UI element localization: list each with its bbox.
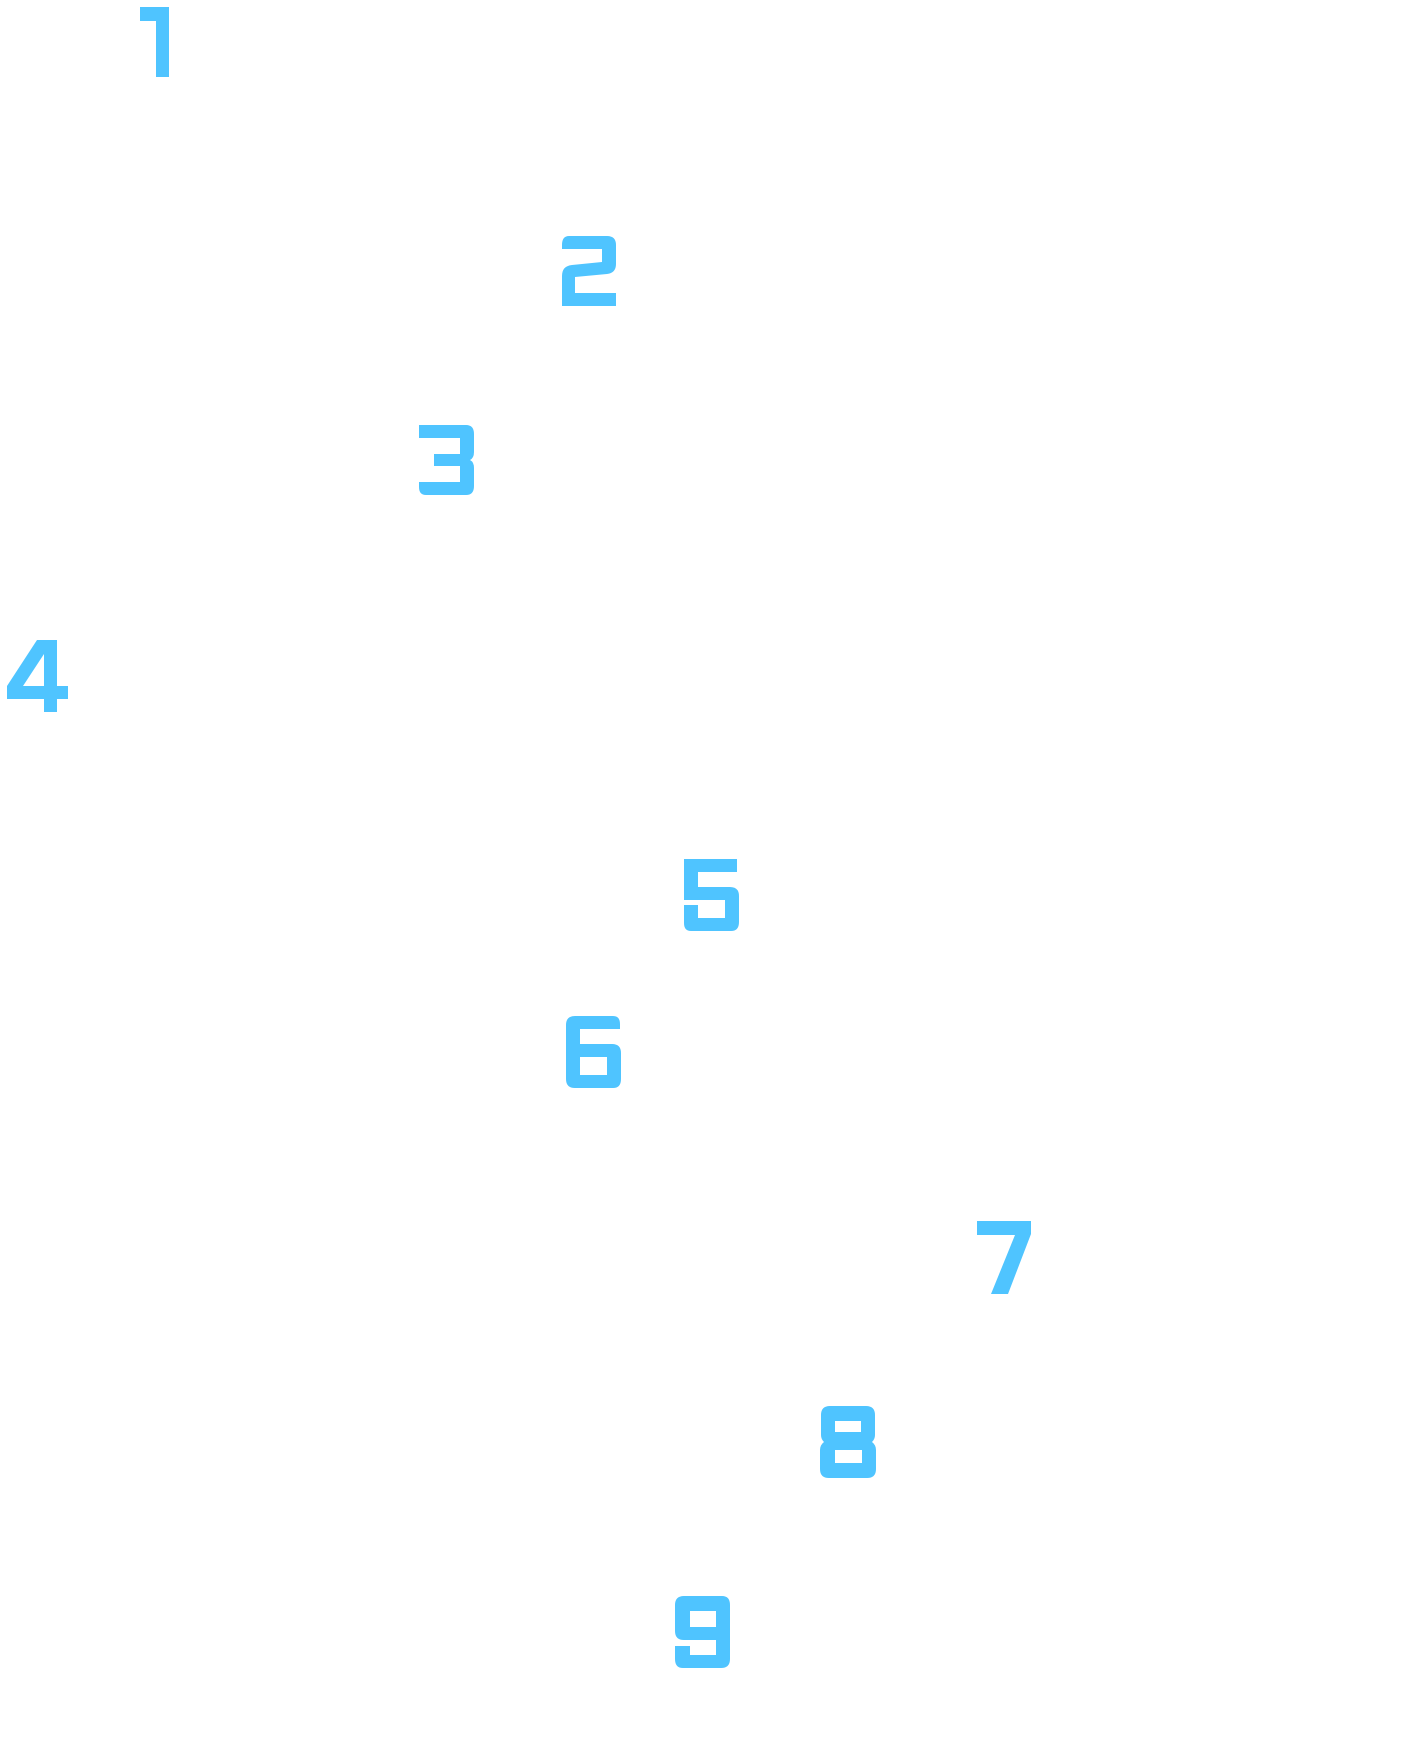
number-6: 6: [563, 1016, 623, 1088]
number-1: 1: [136, 7, 176, 77]
number-7: 7: [975, 1221, 1035, 1294]
number-3: 3: [416, 425, 476, 495]
number-2: 2: [559, 236, 619, 306]
number-4: 4: [7, 640, 69, 712]
number-5: 5: [681, 859, 741, 931]
number-9: 9: [673, 1596, 733, 1668]
number-8: 8: [818, 1406, 878, 1478]
